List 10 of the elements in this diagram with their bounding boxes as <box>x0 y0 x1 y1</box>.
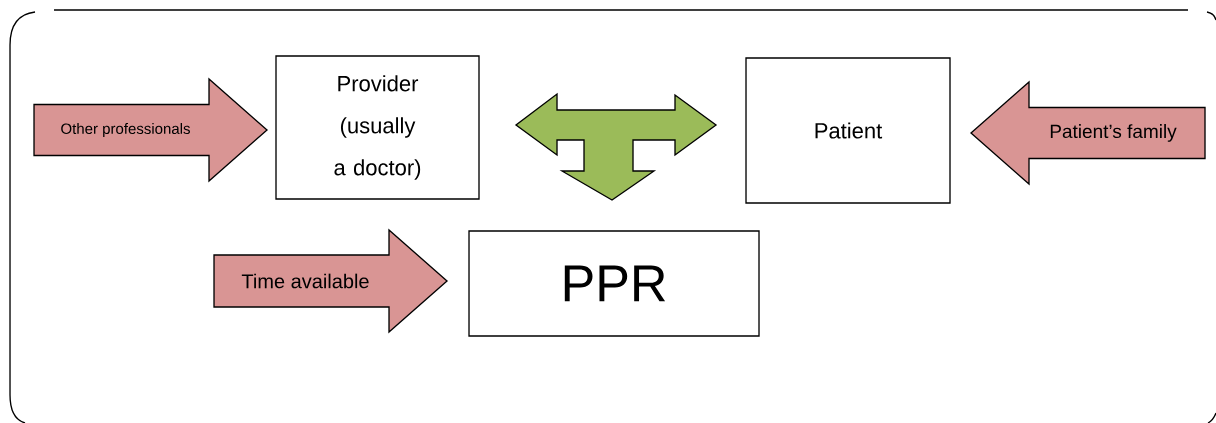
text-box: Provider (usually a doctor) <box>275 55 480 200</box>
text-box: Patient <box>745 57 951 204</box>
arrow-label: Other professionals <box>61 123 190 137</box>
arrow-label: Patient’s family <box>1050 124 1177 142</box>
t-shaped-arrow <box>514 92 718 201</box>
block-arrow <box>970 80 1206 186</box>
block-arrow <box>213 228 448 334</box>
arrow-label: Time available <box>241 273 369 289</box>
block-arrow <box>33 77 268 183</box>
text-box: PPR <box>468 230 760 337</box>
